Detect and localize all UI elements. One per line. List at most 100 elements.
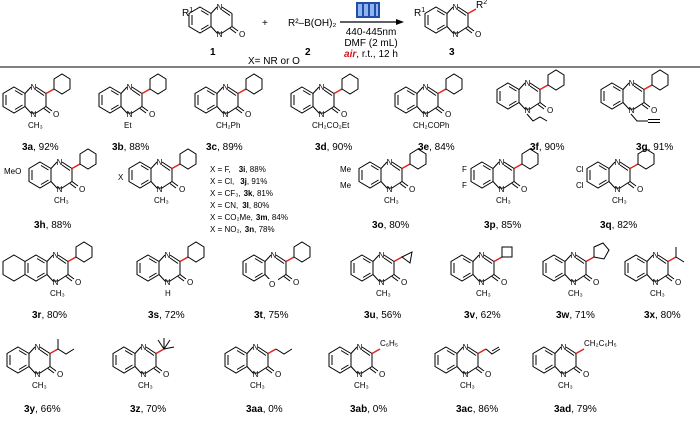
- svg-text:C₆H₅: C₆H₅: [380, 339, 398, 348]
- compound-3s: H 3s, 72%: [136, 241, 205, 321]
- svg-text:Cl: Cl: [576, 165, 584, 174]
- svg-text:3x, 80%: 3x, 80%: [644, 310, 681, 321]
- svg-text:CH₃: CH₃: [558, 381, 573, 390]
- svg-text:X = CO₂Me,3m, 84%: X = CO₂Me,3m, 84%: [210, 213, 288, 222]
- svg-text:3o, 80%: 3o, 80%: [372, 220, 409, 231]
- svg-text:X: X: [118, 173, 124, 182]
- svg-text:CH₃: CH₃: [28, 121, 43, 130]
- svg-text:X = Cl,3j, 91%: X = Cl,3j, 91%: [210, 177, 267, 186]
- svg-text:CH₃: CH₃: [568, 289, 583, 298]
- scheme-product: R1 R2 3: [414, 0, 487, 58]
- svg-text:X = F,3i, 88%: X = F,3i, 88%: [210, 165, 266, 174]
- svg-text:Et: Et: [124, 121, 132, 130]
- reactant-2-number: 2: [305, 47, 311, 58]
- compound-3c: CH₂Ph 3c, 89%: [194, 73, 263, 153]
- svg-text:3f, 90%: 3f, 90%: [530, 142, 565, 153]
- compound-3a: CH₃ 3a, 92%: [2, 73, 71, 153]
- svg-text:X = NO₂,3n, 78%: X = NO₂,3n, 78%: [210, 225, 275, 234]
- compound-3aa: CH₃ 3aa, 0%: [224, 342, 293, 415]
- svg-text:Me: Me: [340, 181, 352, 190]
- compound-3q: Cl Cl CH₃ 3q, 82%: [576, 148, 655, 231]
- svg-text:CH₃: CH₃: [460, 381, 475, 390]
- svg-text:CH₃: CH₃: [54, 196, 69, 205]
- svg-text:3q, 82%: 3q, 82%: [600, 220, 637, 231]
- svg-text:CH₃: CH₃: [476, 289, 491, 298]
- svg-text:CH₃: CH₃: [496, 196, 511, 205]
- svg-text:MeO: MeO: [4, 167, 21, 176]
- product-r1-label: R1: [414, 7, 425, 19]
- svg-text:3ad, 79%: 3ad, 79%: [554, 404, 597, 415]
- svg-text:3a, 92%: 3a, 92%: [22, 142, 59, 153]
- svg-text:3z, 70%: 3z, 70%: [130, 404, 166, 415]
- svg-text:3v, 62%: 3v, 62%: [464, 310, 501, 321]
- svg-text:CH₃: CH₃: [354, 381, 369, 390]
- compound-3t: O 3t, 75%: [242, 241, 311, 321]
- svg-text:CH₂CO₂Et: CH₂CO₂Et: [312, 121, 350, 130]
- compound-3g: 3g, 91%: [600, 69, 673, 153]
- svg-text:3w, 71%: 3w, 71%: [556, 310, 595, 321]
- reactant-2-formula: R²–B(OH)₂: [288, 18, 336, 29]
- compound-3o: Me Me CH₃ 3o, 80%: [340, 148, 427, 231]
- svg-text:3c, 89%: 3c, 89%: [206, 142, 243, 153]
- compound-3f: 3f, 90%: [496, 69, 565, 153]
- svg-text:O: O: [269, 280, 275, 289]
- svg-text:3aa, 0%: 3aa, 0%: [246, 404, 283, 415]
- reactant-1-number: 1: [210, 47, 216, 58]
- svg-text:3ab, 0%: 3ab, 0%: [350, 404, 387, 415]
- svg-text:X = CF₃,3k, 81%: X = CF₃,3k, 81%: [210, 189, 273, 198]
- svg-text:F: F: [462, 181, 467, 190]
- svg-text:CH₃: CH₃: [50, 289, 65, 298]
- compound-3y: CH₃ 3y, 66%: [6, 339, 75, 415]
- x-definition-note: X= NR or O: [248, 56, 300, 67]
- compound-3ac: CH₃ 3ac, 86%: [434, 342, 501, 415]
- compound-3ab: C₆H₅ CH₃ 3ab, 0%: [328, 339, 398, 415]
- compound-3u: CH₃ 3u, 56%: [350, 250, 413, 321]
- svg-text:CH₃: CH₃: [138, 381, 153, 390]
- compound-3ad: CH₂C₆H₅ CH₃ 3ad, 79%: [532, 339, 617, 415]
- svg-text:3ac, 86%: 3ac, 86%: [456, 404, 498, 415]
- condition-solvent: DMF (2 mL): [344, 38, 397, 49]
- svg-text:CH₃: CH₃: [612, 196, 627, 205]
- compound-3i-3n: X CH₃: [118, 148, 197, 205]
- r1-label: R1: [182, 7, 193, 19]
- scheme-reactant-1: R1 1: [182, 2, 246, 58]
- svg-text:3y, 66%: 3y, 66%: [24, 404, 61, 415]
- compound-3x: CH₃ 3x, 80%: [624, 247, 685, 321]
- compound-3z: CH₃ 3z, 70%: [112, 338, 175, 415]
- compound-3r: CH₃ 3r, 80%: [2, 241, 93, 321]
- svg-text:CH₂Ph: CH₂Ph: [216, 121, 240, 130]
- svg-text:CH₃: CH₃: [376, 289, 391, 298]
- compound-3e: CH₂COPh 3e, 84%: [394, 73, 463, 153]
- svg-text:CH₃: CH₃: [32, 381, 47, 390]
- svg-text:CH₂COPh: CH₂COPh: [413, 121, 449, 130]
- svg-text:3r, 80%: 3r, 80%: [32, 310, 67, 321]
- svg-text:3t, 75%: 3t, 75%: [254, 310, 289, 321]
- svg-text:X = CN,3l, 80%: X = CN,3l, 80%: [210, 201, 269, 210]
- svg-text:CH₃: CH₃: [650, 289, 665, 298]
- svg-text:3h, 88%: 3h, 88%: [34, 220, 71, 231]
- svg-text:3s, 72%: 3s, 72%: [148, 310, 185, 321]
- svg-text:CH₂C₆H₅: CH₂C₆H₅: [584, 339, 617, 348]
- svg-text:CH₃: CH₃: [384, 196, 399, 205]
- svg-text:3p, 85%: 3p, 85%: [484, 220, 521, 231]
- svg-text:CH₃: CH₃: [154, 196, 169, 205]
- arrow-head-icon: [396, 19, 404, 25]
- svg-text:3u, 56%: 3u, 56%: [364, 310, 401, 321]
- svg-text:Cl: Cl: [576, 181, 584, 190]
- svg-text:3d, 90%: 3d, 90%: [315, 142, 352, 153]
- plus-sign: +: [262, 18, 268, 29]
- product-r2-label: R2: [476, 0, 487, 11]
- svg-text:3e, 84%: 3e, 84%: [418, 142, 455, 153]
- svg-text:CH₃: CH₃: [250, 381, 265, 390]
- compound-3b: Et 3b, 88%: [98, 73, 167, 153]
- svg-text:F: F: [462, 165, 467, 174]
- compound-3p: F F CH₃ 3p, 85%: [462, 148, 539, 231]
- compound-3h: MeO CH₃ 3h, 88%: [4, 148, 97, 231]
- compound-3w: CH₃ 3w, 71%: [542, 242, 610, 321]
- x-variant-list: X = F,3i, 88% X = Cl,3j, 91% X = CF₃,3k,…: [210, 165, 288, 234]
- blue-led-lamp-icon: [356, 2, 380, 18]
- condition-atmosphere: air, r.t., 12 h: [344, 49, 398, 60]
- product-number: 3: [449, 47, 455, 58]
- svg-text:H: H: [165, 289, 171, 298]
